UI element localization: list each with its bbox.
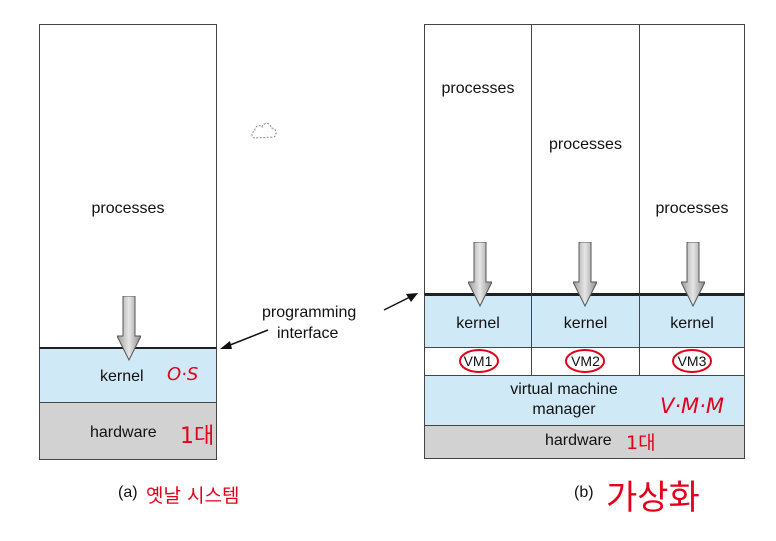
b-col2-processes-label: processes	[549, 136, 622, 153]
b-vmm-label-line2: manager	[532, 401, 596, 418]
a-hardware-note: 1대	[180, 424, 215, 449]
b-col1-processes-label: processes	[441, 80, 515, 97]
b-col1-vm-label: VM1	[463, 353, 493, 369]
interface-label-line2: interface	[277, 325, 339, 342]
cloud-icon	[250, 120, 280, 147]
interface-label-line1: programming	[262, 304, 357, 321]
b-col2-down-arrow	[572, 241, 598, 313]
a-kernel-label: kernel	[100, 368, 144, 385]
a-down-arrow	[116, 295, 142, 367]
b-col3-kernel-label: kernel	[670, 315, 714, 332]
a-hardware-box	[39, 402, 217, 460]
a-hardware-label: hardware	[90, 424, 157, 441]
b-col3-down-arrow	[680, 241, 706, 313]
b-caption-note: 가상화	[606, 478, 700, 518]
a-caption-note: 옛날 시스템	[146, 485, 240, 507]
a-processes-box	[39, 24, 217, 348]
a-kernel-note: O·S	[167, 364, 199, 385]
b-hardware-note: 1대	[626, 432, 656, 454]
b-hardware-box	[424, 425, 745, 459]
b-col1-down-arrow	[467, 241, 493, 313]
b-col3-vm-label: VM3	[677, 353, 707, 369]
b-hardware-label: hardware	[545, 432, 612, 449]
a-caption: (a)	[118, 484, 138, 501]
b-col2-kernel-label: kernel	[563, 315, 608, 332]
b-col1-kernel-label: kernel	[456, 315, 500, 332]
b-caption: (b)	[574, 484, 594, 501]
a-processes-label: processes	[91, 200, 165, 217]
b-vmm-label-line1: virtual machine	[510, 381, 618, 398]
b-col2-vm-label: VM2	[571, 353, 600, 369]
b-col3-processes-label: processes	[655, 200, 729, 217]
b-vmm-note: V·M·M	[660, 394, 724, 418]
